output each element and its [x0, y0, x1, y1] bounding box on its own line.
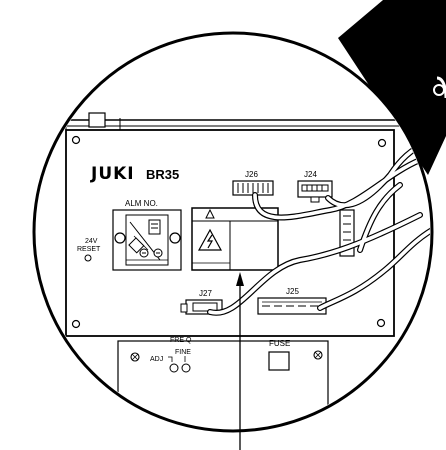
adj-label: ADJ: [150, 356, 163, 363]
reset-label: RESET: [77, 246, 101, 253]
fuse-holder: [268, 351, 290, 371]
screw-icon: [71, 135, 387, 329]
lower-panel: FRE Q FINE ADJ FUSE: [117, 337, 329, 429]
svg-text:J27: J27: [199, 289, 212, 298]
warning-triangle-icon: [205, 208, 215, 219]
connector-j26: J26: [232, 170, 274, 196]
pointer-arrow: [236, 272, 244, 450]
svg-text:J24: J24: [304, 170, 317, 179]
freq-fine-trimmer: [181, 363, 191, 373]
reset-button: 24V RESET: [77, 238, 101, 262]
warning-label: [191, 207, 279, 271]
brand-logo: JUKI: [90, 164, 135, 184]
fine-label: FINE: [175, 349, 191, 356]
side-connector: [339, 209, 355, 257]
freq-adj-trimmer: [169, 363, 179, 373]
model-label: BR35: [146, 167, 179, 182]
svg-text:J25: J25: [286, 287, 299, 296]
high-voltage-warning-icon: [197, 228, 223, 251]
fuse-label: FUSE: [269, 339, 290, 348]
alarm-module: ALM NO.: [112, 199, 182, 271]
connector-j24: J24: [297, 170, 333, 203]
alarm-number-label: ALM NO.: [125, 199, 158, 208]
reset-voltage-label: 24V: [85, 238, 98, 245]
freq-label: FRE Q: [170, 337, 192, 344]
svg-text:J26: J26: [245, 170, 258, 179]
